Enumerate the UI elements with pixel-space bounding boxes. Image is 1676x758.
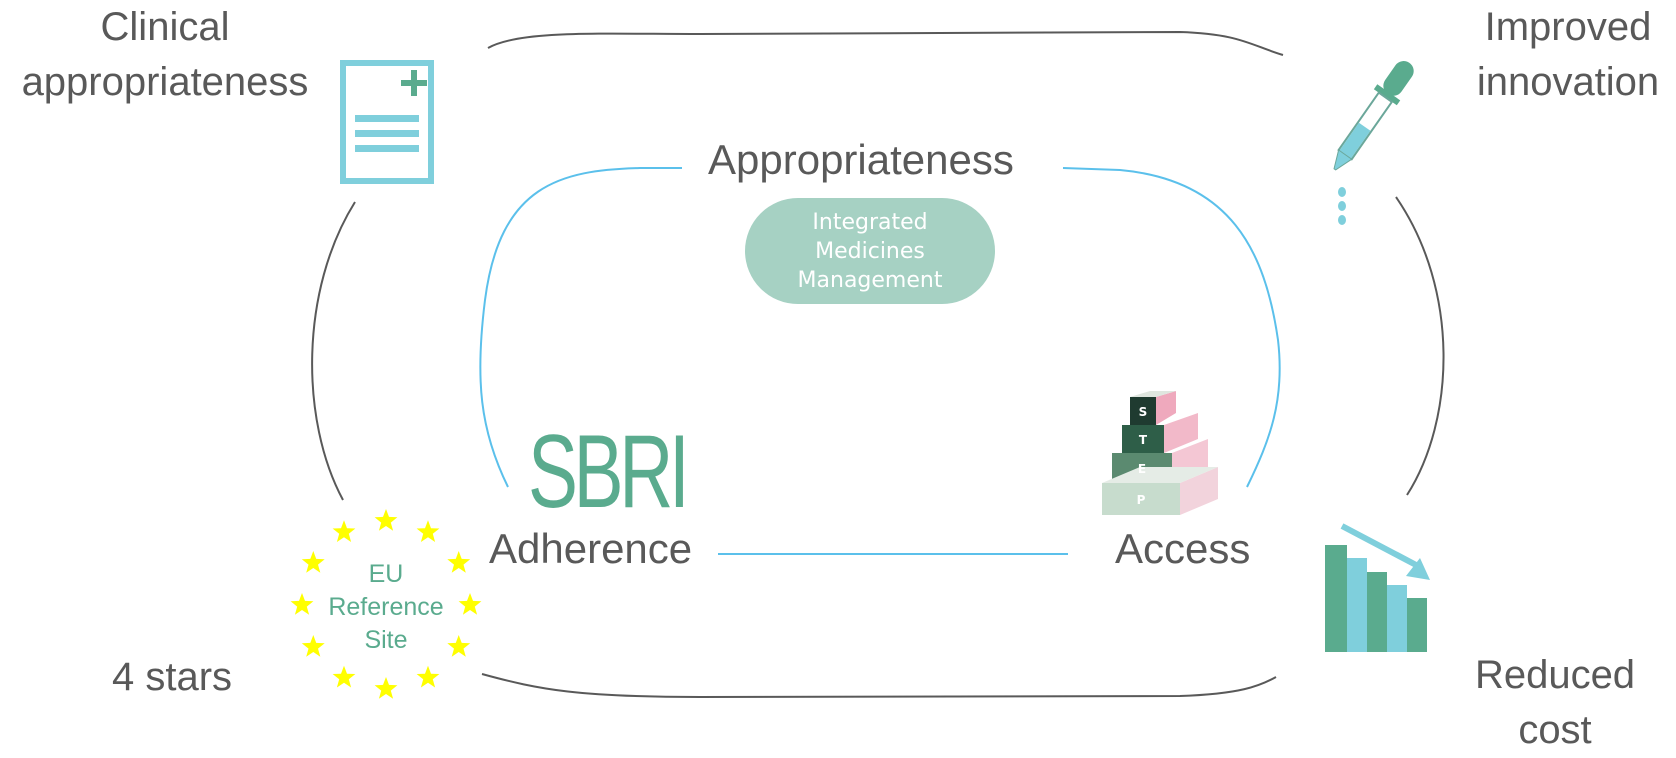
eu-star — [332, 665, 356, 688]
reduced-cost-label: Reduced cost — [1450, 648, 1660, 758]
eu-stars-icon — [290, 509, 482, 699]
outer-line-left — [311, 201, 356, 501]
appropriateness-label: Appropriateness — [708, 136, 1014, 183]
inner-line-top-left — [479, 167, 682, 488]
eu-line-3: Site — [364, 626, 408, 654]
pill-line-1: Integrated — [812, 209, 928, 235]
integrated-medicines-management-pill: Integrated Medicines Management — [745, 198, 995, 304]
improved-innovation-label: Improved innovation — [1460, 0, 1676, 110]
eu-star — [447, 551, 471, 573]
clinical-line-2: appropriateness — [21, 60, 309, 104]
eu-reference-site-badge: EU Reference Site — [316, 558, 456, 657]
pipette-icon — [1333, 61, 1414, 225]
eu-star — [374, 677, 398, 699]
eu-star — [458, 593, 482, 615]
outer-line-right — [1395, 196, 1445, 496]
eu-star — [374, 509, 398, 531]
inner-line-top-right — [1062, 167, 1281, 488]
step-pyramid-icon: S T E P — [1102, 391, 1218, 515]
step-letter-s: S — [1139, 405, 1148, 419]
step-letter-p: P — [1137, 493, 1146, 507]
pill-line-3: Management — [797, 267, 943, 293]
step-letter-e: E — [1138, 462, 1146, 476]
reduced-cost-chart-icon — [1325, 523, 1430, 652]
eu-star — [301, 551, 325, 573]
eu-star — [416, 665, 440, 688]
improved-line-1: Improved — [1484, 5, 1652, 49]
eu-star — [416, 520, 440, 542]
clinical-line-1: Clinical — [100, 5, 230, 49]
eu-star — [447, 635, 471, 657]
clinical-appropriateness-label: Clinical appropriateness — [0, 0, 330, 110]
eu-line-1: EU — [368, 560, 404, 588]
sbri-logo: SBRI — [528, 414, 690, 530]
outer-line-bottom — [481, 673, 1277, 699]
step-letter-t: T — [1139, 433, 1148, 447]
eu-star — [301, 635, 325, 657]
eu-star — [290, 593, 314, 615]
adherence-label: Adherence — [489, 525, 693, 572]
outer-line-top — [487, 30, 1284, 56]
four-stars-label: 4 stars — [111, 655, 233, 699]
reduced-line-2: cost — [1518, 708, 1592, 752]
access-label: Access — [1115, 525, 1251, 572]
clinical-document-icon — [340, 60, 434, 184]
pill-line-2: Medicines — [815, 238, 925, 264]
eu-star — [332, 520, 356, 542]
eu-line-2: Reference — [328, 593, 444, 621]
reduced-line-1: Reduced — [1474, 653, 1636, 697]
improved-line-2: innovation — [1476, 60, 1660, 104]
